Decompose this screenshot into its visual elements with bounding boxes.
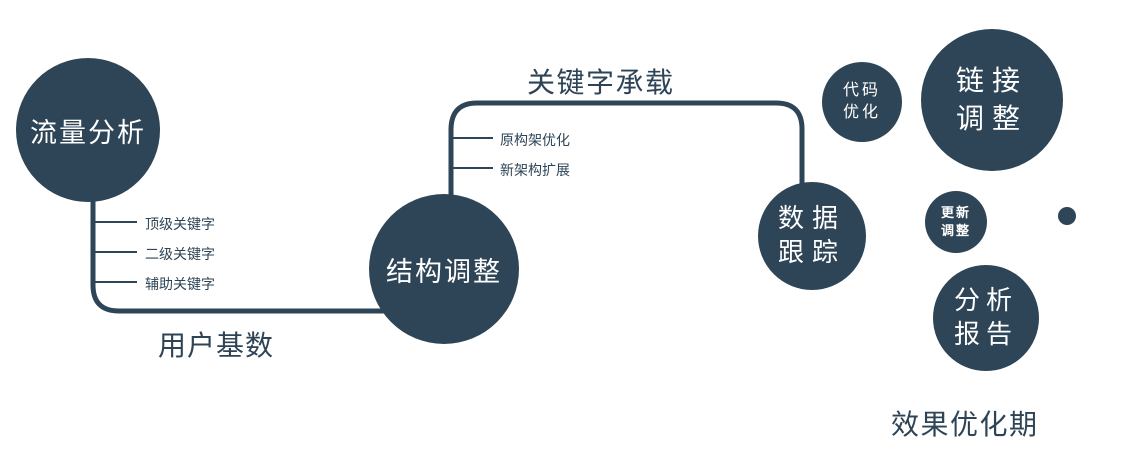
node-data-tracking-line1: 数据	[777, 203, 846, 234]
node-link-adjustment-line2: 调整	[955, 103, 1028, 134]
node-data-tracking: 数据 跟踪	[758, 182, 866, 290]
node-traffic-analysis-label: 流量分析	[30, 117, 146, 148]
node-link-adjustment-line1: 链接	[955, 65, 1028, 97]
node-update-adjustment-line2: 调整	[940, 223, 971, 238]
node-structure-adjustment: 结构调整	[369, 194, 519, 344]
label-auxiliary-keyword: 辅助关键字	[145, 276, 215, 292]
node-update-adjustment-line1: 更新	[940, 204, 971, 220]
node-data-tracking-line2: 跟踪	[777, 237, 846, 267]
node-code-optimization-line2: 优化	[842, 104, 881, 121]
connector-traffic-to-structure	[90, 196, 388, 314]
node-analysis-report-line1: 分析	[953, 285, 1018, 316]
node-link-adjustment: 链接 调整	[921, 29, 1063, 171]
node-structure-adjustment-label: 结构调整	[386, 256, 502, 287]
node-analysis-report: 分析 报告	[933, 265, 1039, 371]
node-code-optimization-line1: 代码	[842, 81, 881, 99]
connector-structure-to-tracking	[448, 100, 805, 198]
node-dot	[1058, 207, 1076, 225]
label-user-base: 用户基数	[158, 330, 275, 361]
label-new-arch: 新架构扩展	[500, 162, 570, 178]
node-update-adjustment: 更新 调整	[925, 191, 987, 253]
label-phase: 效果优化期	[891, 409, 1039, 440]
label-top-keyword: 顶级关键字	[145, 216, 215, 232]
node-analysis-report-line2: 报告	[953, 319, 1018, 349]
label-original-arch: 原构架优化	[500, 132, 570, 148]
label-keyword-carry: 关键字承载	[527, 67, 675, 98]
label-secondary-keyword: 二级关键字	[145, 246, 215, 262]
node-code-optimization: 代码 优化	[822, 62, 902, 142]
node-traffic-analysis: 流量分析	[16, 58, 160, 202]
